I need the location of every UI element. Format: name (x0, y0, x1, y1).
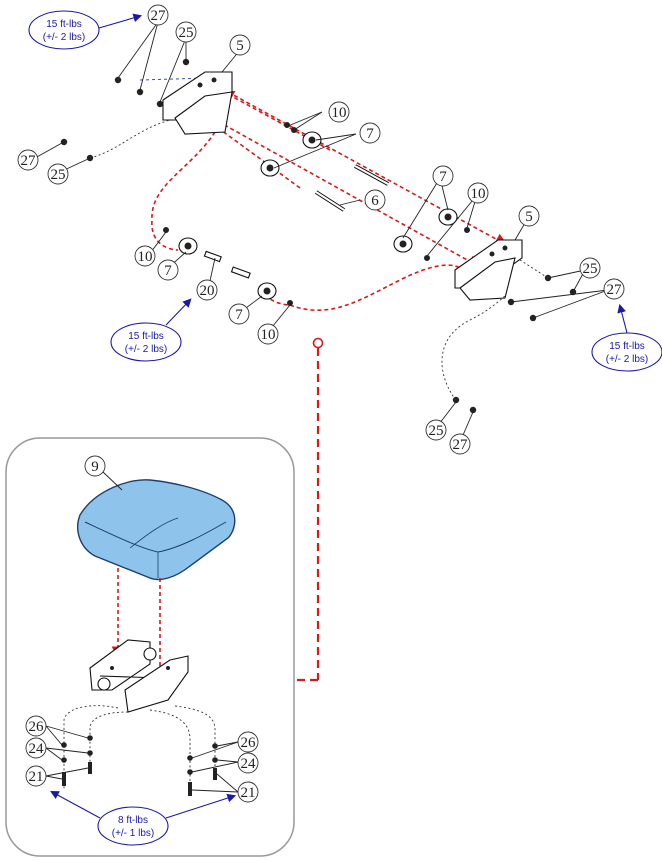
leader-lines (34, 21, 609, 443)
inset-part-labels: 9 26 24 21 26 24 21 (25, 455, 259, 803)
label-27-left: 27 (17, 149, 39, 171)
shaft-6-group (314, 164, 389, 212)
svg-text:5: 5 (525, 209, 533, 225)
label-26-right: 26 (237, 731, 259, 753)
label-25-right: 25 (579, 257, 601, 279)
svg-text:7: 7 (439, 169, 447, 185)
svg-text:26: 26 (241, 735, 257, 751)
seat-bracket (89, 639, 189, 713)
label-25-left: 25 (47, 163, 69, 185)
svg-text:15 ft-lbs: 15 ft-lbs (128, 331, 164, 342)
label-9: 9 (84, 455, 106, 477)
svg-text:9: 9 (91, 459, 99, 475)
svg-text:25: 25 (51, 167, 66, 183)
label-27-right: 27 (603, 278, 625, 300)
svg-text:26: 26 (29, 719, 45, 735)
svg-text:(+/- 2 lbs): (+/- 2 lbs) (125, 344, 168, 355)
label-5-right: 5 (518, 205, 540, 227)
label-21-left: 21 (25, 765, 47, 787)
svg-text:(+/- 1 lbs): (+/- 1 lbs) (112, 828, 155, 839)
svg-text:24: 24 (241, 756, 257, 772)
dotted-routing-lines (89, 78, 549, 401)
label-7-d: 7 (228, 303, 250, 325)
label-27-top: 27 (147, 4, 169, 26)
part-number-labels: 27 25 5 27 25 10 7 6 7 10 5 25 27 10 7 2… (17, 4, 625, 455)
label-7-a: 7 (359, 122, 381, 144)
svg-text:21: 21 (29, 769, 44, 785)
label-7-b: 7 (432, 165, 454, 187)
label-6: 6 (364, 189, 386, 211)
svg-text:21: 21 (241, 785, 256, 801)
svg-text:(+/- 2 lbs): (+/- 2 lbs) (606, 354, 649, 365)
label-24-right: 24 (237, 752, 259, 774)
svg-text:5: 5 (236, 38, 244, 54)
svg-text:8 ft-lbs: 8 ft-lbs (118, 815, 148, 826)
svg-text:25: 25 (179, 25, 194, 41)
label-10-c: 10 (134, 245, 156, 267)
label-10-d: 10 (257, 323, 279, 345)
label-24-left: 24 (25, 737, 47, 759)
top-assembly: 27 25 5 27 25 10 7 6 7 10 5 25 27 10 7 2… (17, 4, 662, 455)
label-27-bottom: 27 (449, 433, 471, 455)
inset-dotted-lines (63, 705, 216, 790)
cushion-9 (77, 479, 236, 581)
svg-text:20: 20 (200, 283, 215, 299)
bolt-20-group (203, 250, 251, 279)
label-7-c: 7 (157, 259, 179, 281)
svg-text:(+/- 2 lbs): (+/- 2 lbs) (43, 32, 86, 43)
assembly-direction-lines (139, 74, 508, 312)
torque-callout-right: 15 ft-lbs (+/- 2 lbs) (591, 303, 662, 372)
svg-text:10: 10 (261, 327, 276, 343)
svg-text:7: 7 (164, 263, 172, 279)
label-20: 20 (196, 279, 218, 301)
spacer-7-group (178, 131, 458, 300)
label-10-a: 10 (328, 101, 350, 123)
bracket-5-right (454, 239, 523, 301)
torque-callout-inset: 8 ft-lbs (+/- 1 lbs) (50, 790, 237, 846)
svg-text:27: 27 (151, 8, 167, 24)
svg-text:10: 10 (138, 249, 153, 265)
label-5-left: 5 (229, 34, 251, 56)
bracket-5-left (162, 71, 233, 135)
svg-text:15 ft-lbs: 15 ft-lbs (609, 341, 645, 352)
svg-text:27: 27 (453, 437, 469, 453)
svg-text:27: 27 (607, 282, 623, 298)
svg-text:6: 6 (371, 193, 379, 209)
torque-callout-top-left: 15 ft-lbs (+/- 2 lbs) (28, 10, 143, 50)
svg-text:25: 25 (429, 423, 444, 439)
inset-fasteners (61, 735, 218, 796)
svg-text:27: 27 (21, 153, 37, 169)
svg-text:25: 25 (583, 261, 598, 277)
svg-text:24: 24 (29, 741, 45, 757)
label-25-top: 25 (175, 21, 197, 43)
torque-callout-mid-left: 15 ft-lbs (+/- 2 lbs) (110, 298, 192, 362)
svg-text:10: 10 (332, 105, 347, 121)
svg-text:7: 7 (366, 126, 374, 142)
inset-panel: 9 26 24 21 26 24 21 8 ft-lbs (+/- 1 lbs) (5, 437, 295, 857)
inset-leader-lines (45, 725, 239, 793)
svg-text:7: 7 (235, 307, 243, 323)
label-10-b: 10 (467, 182, 489, 204)
label-26-left: 26 (25, 715, 47, 737)
label-21-right: 21 (237, 781, 259, 803)
svg-text:10: 10 (471, 186, 486, 202)
svg-text:15 ft-lbs: 15 ft-lbs (46, 19, 82, 30)
label-25-bottom: 25 (425, 419, 447, 441)
